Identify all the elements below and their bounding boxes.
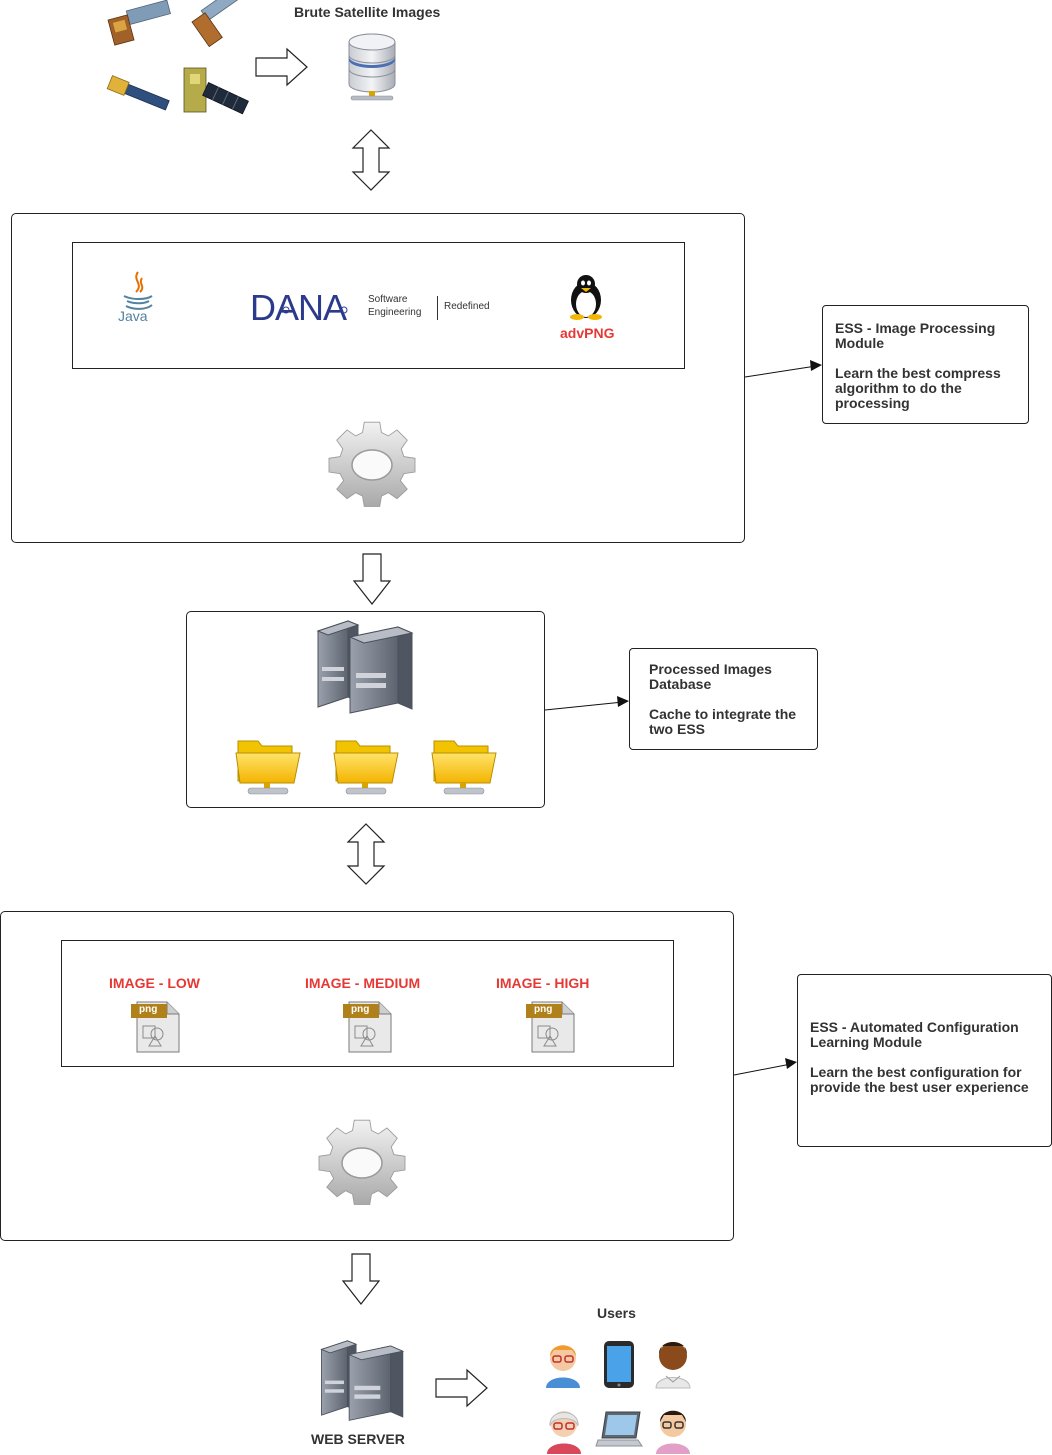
linux-penguin-icon xyxy=(570,275,602,320)
database-note: Processed Images Database Cache to integ… xyxy=(629,648,818,750)
dana-sub1: Software xyxy=(368,294,408,305)
image-low-label: IMAGE - LOW xyxy=(109,975,200,991)
user-icon xyxy=(546,1345,580,1388)
png-file-icon: png xyxy=(131,1000,181,1054)
dana-brand-text: DANA xyxy=(250,287,347,328)
satellite-icon xyxy=(106,0,249,115)
users-label: Users xyxy=(597,1305,636,1321)
server-icon xyxy=(320,1340,405,1421)
gear-icon xyxy=(328,421,416,507)
dana-sub2: Engineering xyxy=(368,307,422,318)
processing-note-title: ESS - Image Processing Module xyxy=(835,320,996,351)
user-icon xyxy=(656,1410,690,1454)
satellites-group xyxy=(100,0,250,120)
image-medium-label: IMAGE - MEDIUM xyxy=(305,975,421,991)
processing-note-body: Learn the best compress algorithm to do … xyxy=(835,365,1001,411)
dana-logo-mark: DANA xyxy=(249,286,349,329)
png-badge: png xyxy=(534,1004,553,1015)
java-logo-icon xyxy=(123,271,153,310)
configuration-note-body: Learn the best configuration for provide… xyxy=(810,1064,1029,1095)
png-badge: png xyxy=(139,1004,158,1015)
folder-icon xyxy=(333,740,399,795)
processing-note: ESS - Image Processing Module Learn the … xyxy=(822,305,1029,424)
source-title: Brute Satellite Images xyxy=(294,4,441,20)
java-label: Java xyxy=(118,308,148,324)
web-server-label: WEB SERVER xyxy=(311,1431,405,1447)
dana-tag: Redefined xyxy=(444,301,490,312)
laptop-icon xyxy=(595,1411,643,1447)
arrow-right xyxy=(255,47,308,87)
user-icon xyxy=(547,1411,581,1454)
database-icon xyxy=(348,33,396,101)
configuration-note-title: ESS - Automated Configuration Learning M… xyxy=(810,1019,1019,1050)
server-icon xyxy=(316,620,414,714)
database-note-title: Processed Images Database xyxy=(649,661,772,692)
phone-icon xyxy=(604,1341,634,1388)
arrow-down xyxy=(352,553,392,605)
bidirectional-arrow xyxy=(351,129,391,191)
arrow-down xyxy=(341,1253,381,1305)
folder-icon xyxy=(431,740,497,795)
user-icon xyxy=(655,1342,691,1389)
png-file-icon: png xyxy=(526,1000,576,1054)
advpng-label: advPNG xyxy=(560,325,615,341)
database-note-body: Cache to integrate the two ESS xyxy=(649,706,797,737)
arrow-right xyxy=(435,1368,488,1408)
dana-logo: DANA Software Engineering Redefined xyxy=(249,286,500,329)
dana-divider xyxy=(437,296,438,320)
png-file-icon: png xyxy=(343,1000,393,1054)
gear-icon xyxy=(318,1119,406,1205)
configuration-note: ESS - Automated Configuration Learning M… xyxy=(797,974,1052,1147)
png-badge: png xyxy=(351,1004,370,1015)
image-high-label: IMAGE - HIGH xyxy=(496,975,590,991)
bidirectional-arrow xyxy=(346,823,386,885)
folder-icon xyxy=(235,740,301,795)
